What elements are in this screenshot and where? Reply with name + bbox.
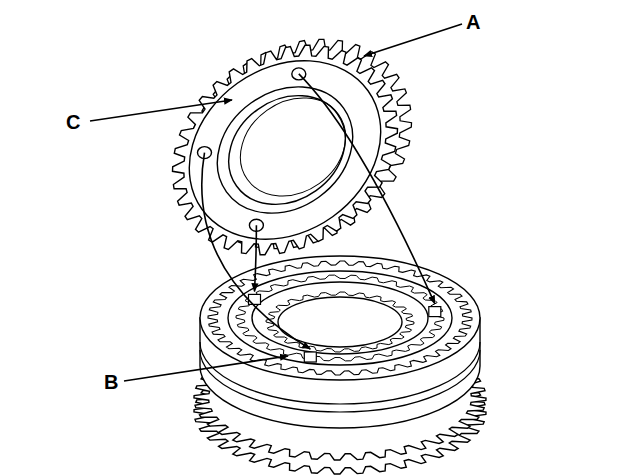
hub-slot — [429, 307, 441, 317]
leader-line — [124, 356, 288, 381]
callout-letter: A — [466, 12, 480, 32]
gear-bore-inner — [221, 78, 364, 216]
leader-line — [364, 24, 462, 56]
hub-face — [252, 282, 428, 354]
ring-outer — [228, 271, 452, 365]
gear-bore — [207, 73, 366, 226]
synchro-assembly — [194, 256, 486, 474]
callout-letter: C — [66, 112, 80, 132]
hub-splines — [266, 292, 414, 352]
gear-face — [154, 24, 415, 276]
alignment-arrow — [299, 74, 435, 304]
leader-line — [90, 100, 232, 121]
sleeve-teeth — [208, 261, 472, 375]
alignment-arrows — [202, 74, 435, 349]
sleeve-face — [200, 256, 480, 380]
hub-slot — [304, 352, 316, 362]
alignment-arrow — [202, 153, 311, 349]
callout-letter: B — [104, 372, 118, 392]
gear — [154, 24, 415, 276]
alignment-arrow — [255, 225, 257, 291]
gear-ring — [193, 61, 378, 239]
